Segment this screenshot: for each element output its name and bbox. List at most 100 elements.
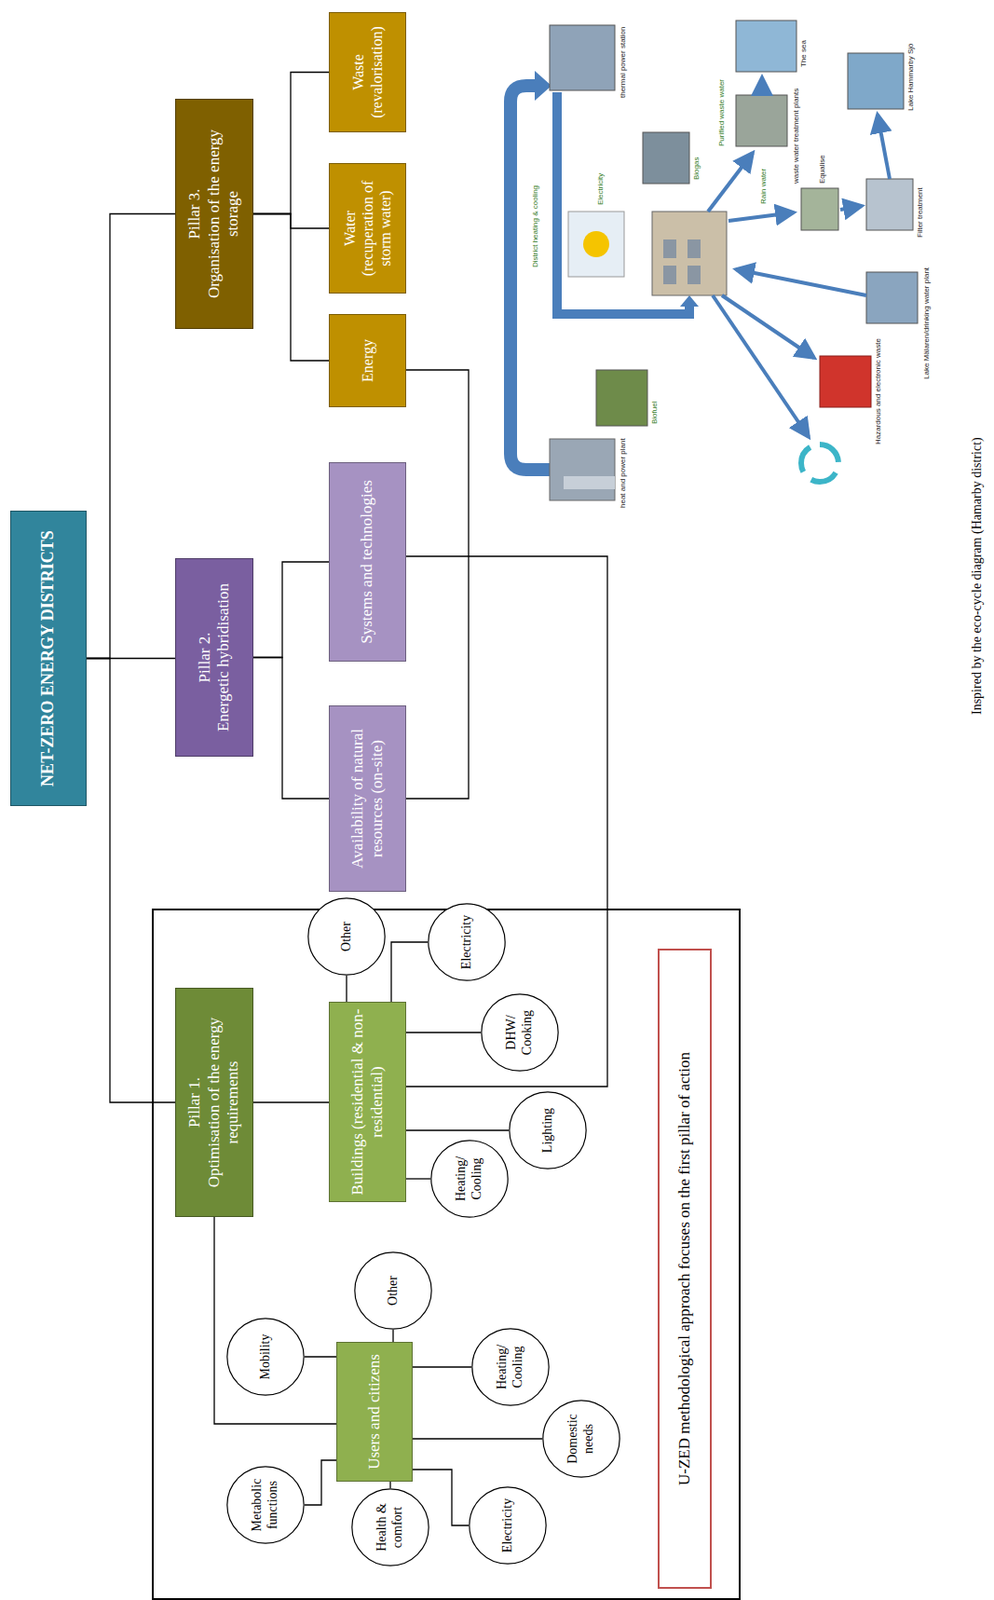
cycle-arrow (510, 85, 550, 470)
note-box: U-ZED methodological approach focuses on… (657, 948, 712, 1589)
tree-connector (253, 72, 329, 215)
pillar-box: Pillar 2.Energetic hybridisation (175, 558, 254, 757)
category-box: Buildings (residential & non-residential… (328, 1001, 407, 1202)
node-text: Heating/ Cooling (494, 1336, 527, 1397)
illustration-label: Biogas (692, 157, 702, 180)
tree-connector (214, 1216, 337, 1424)
flow-arrow (712, 295, 809, 437)
node-text: Pillar 2. (195, 632, 215, 683)
heating-arrow (557, 92, 690, 314)
tree-connector (86, 214, 176, 659)
tree-connector (253, 1101, 329, 1103)
cycle-arrow-head (534, 70, 552, 101)
tree-connector (253, 214, 329, 362)
category-box: Water (recuperation of storm water) (328, 163, 407, 294)
building-photo (652, 211, 727, 296)
illustration-label: waste water treatment plants (791, 88, 802, 184)
circle-shape (469, 1486, 546, 1564)
node-text: Health & comfort (374, 1497, 407, 1557)
circle-shape (431, 1140, 508, 1217)
lake-photo (847, 53, 904, 109)
biofuel-photo (596, 369, 648, 426)
illustration-label: Lake Mälaren/drinking water plant (922, 267, 932, 380)
node-text: Other (385, 1275, 402, 1306)
figure-caption: Inspired by the eco-cycle diagram (Hamar… (968, 436, 986, 715)
category-box: Waste (revalorisation) (328, 12, 407, 133)
biogas-photo (642, 132, 690, 184)
heating-arrow-head (680, 295, 699, 307)
category-box: Users and citizens (336, 1341, 413, 1482)
circle-shape (227, 1466, 304, 1543)
node-text: Availability of natural resources (on-si… (348, 711, 387, 886)
tree-connector (406, 1177, 431, 1179)
sun-symbol (583, 231, 610, 258)
node-text: Buildings (residential & non-residential… (348, 1007, 387, 1196)
node-text: Pillar 1. (185, 1076, 205, 1128)
flow-arrow (708, 152, 753, 212)
illustration-label: District heating & cooling (531, 185, 541, 268)
need-circle: Electricity (427, 902, 506, 981)
tree-connector (253, 214, 329, 230)
node-text: Electricity (459, 914, 476, 969)
node-text: Heating/ Cooling (453, 1148, 486, 1209)
circle-shape (352, 1488, 429, 1566)
need-circle: Other (307, 897, 386, 976)
need-circle: Domestic needs (542, 1399, 621, 1478)
node-text: Metabolic functions (249, 1474, 282, 1535)
need-circle: DHW/ Cooking (480, 993, 559, 1072)
tree-connector (406, 369, 469, 799)
node-text: Mobility (258, 1334, 274, 1380)
node-text: Users and citizens (365, 1353, 384, 1470)
tree-connector (86, 658, 176, 1103)
circle-shape (308, 898, 385, 975)
node-text: Water (recuperation of storm water) (340, 169, 395, 287)
tree-connector (304, 1355, 337, 1357)
equalise-photo (801, 188, 839, 231)
need-circle: Other (354, 1251, 433, 1330)
tree-connector (406, 1129, 509, 1131)
title-box: NET-ZERO ENERGY DISTRICTS (10, 510, 87, 806)
hazardous-waste-photo (819, 355, 872, 408)
illustration-label: Equalise (817, 154, 828, 184)
pillar-box: Pillar 3.Organisation of the energy stor… (175, 98, 254, 329)
window (687, 265, 701, 285)
node-text: Optimisation of the energy requirements (204, 994, 244, 1211)
focus-frame (152, 909, 740, 1599)
illustration-label: Hazardous and electronic waste (873, 338, 884, 445)
illustration-label: thermal power station (618, 27, 628, 98)
recycling-symbol (801, 444, 839, 482)
circle-shape (227, 1318, 304, 1395)
illustration-label: Rain water (759, 168, 769, 205)
category-box: Systems and technologies (328, 462, 407, 662)
circle-shape (509, 1091, 586, 1169)
node-text: Domestic needs (565, 1408, 598, 1469)
window (687, 239, 701, 259)
flow-arrow (877, 114, 890, 179)
illustration-label: Filter treatment (915, 187, 926, 238)
illustration-label: The sea (799, 40, 809, 68)
category-box: Energy (328, 313, 407, 408)
node-text: Other (339, 921, 355, 952)
tree-connector (253, 657, 329, 800)
node-text: NET-ZERO ENERGY DISTRICTS (38, 530, 59, 787)
chimney (563, 476, 615, 490)
need-circle: Heating/ Cooling (430, 1139, 509, 1218)
tree-connector (389, 1481, 391, 1488)
node-text: Energetic hybridisation (214, 583, 233, 732)
tree-connector (304, 1459, 337, 1505)
node-text: U-ZED methodological approach focuses on… (675, 1051, 695, 1485)
illustration-label: Lake Hammarby Sjö (906, 43, 916, 111)
tree-connector (412, 1365, 472, 1367)
node-text: Waste (revalorisation) (349, 18, 385, 126)
illustration-label: Purified waste water (717, 79, 727, 147)
tree-connector (406, 556, 608, 1087)
treatment-photo (735, 95, 788, 147)
node-text: Pillar 3. (185, 189, 205, 240)
circle-shape (428, 903, 505, 981)
window (663, 265, 677, 285)
need-circle: Health & comfort (351, 1487, 430, 1566)
tree-connector (391, 941, 428, 1002)
illustration-label: heat and power plant (618, 437, 628, 508)
